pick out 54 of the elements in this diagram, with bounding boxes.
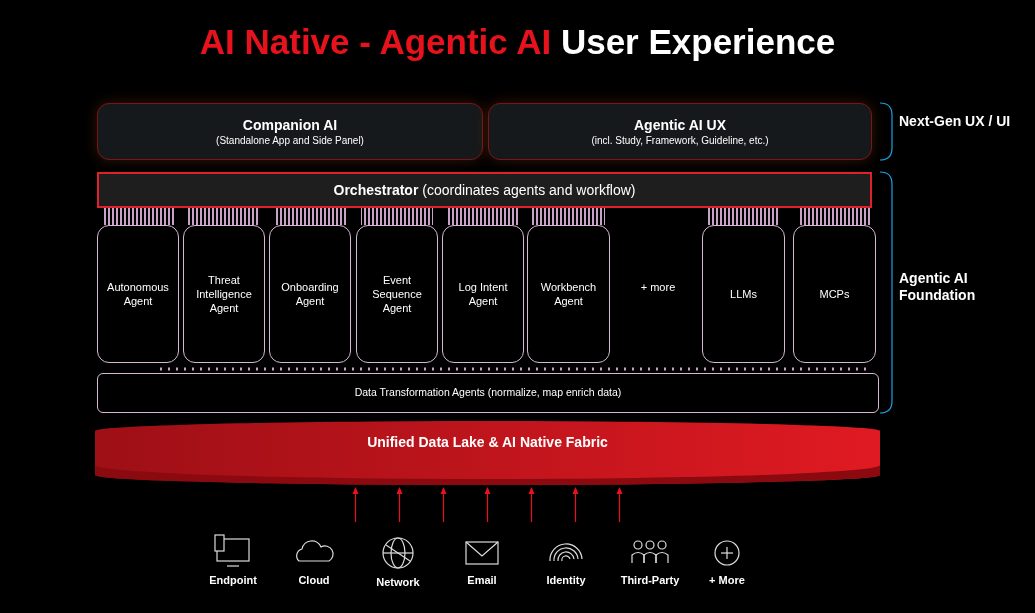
- agent-card: [702, 225, 785, 363]
- source-label: Email: [466, 574, 498, 586]
- agent-card: [183, 225, 265, 363]
- agent-card: [793, 225, 876, 363]
- connector-comb: [447, 208, 519, 225]
- agent-label: Onboarding Agent: [280, 279, 340, 309]
- bracket-label: Agentic AI Foundation: [899, 270, 977, 304]
- agent-label: Autonomous Agent: [106, 279, 170, 309]
- arrow: [440, 487, 447, 523]
- arrow: [572, 487, 579, 523]
- connector-comb: [274, 208, 346, 225]
- title: AI Native - Agentic AI User Experience: [198, 22, 837, 62]
- connector-comb: [798, 208, 871, 225]
- data-lake-cylinder: [95, 421, 880, 485]
- orchestrator-bar: [97, 172, 872, 208]
- source-label: Identity: [545, 574, 587, 586]
- agent-card: [356, 225, 438, 363]
- agent-card: [442, 225, 524, 363]
- layer-box: [97, 103, 483, 160]
- layer-subtitle: (Standalone App and Side Panel): [216, 134, 364, 148]
- connector-comb: [361, 208, 433, 225]
- connector-comb: [188, 208, 260, 225]
- layer-box: [97, 373, 879, 413]
- layer-box: [488, 103, 872, 160]
- connector-comb: [707, 208, 780, 225]
- agent-label: Log Intent Agent: [457, 279, 509, 309]
- source-label: Network: [375, 576, 421, 588]
- more-label: + more: [639, 281, 677, 293]
- agent-card: [97, 225, 179, 363]
- bracket-label: Next-Gen UX / UI: [899, 113, 1012, 130]
- source-label: Endpoint: [208, 574, 258, 586]
- layer-subtitle: (incl. Study, Framework, Guideline, etc.): [591, 134, 769, 148]
- source-label: + More: [708, 574, 746, 586]
- agent-label: Threat Intelligence Agent: [195, 272, 253, 316]
- agent-card: [527, 225, 610, 363]
- arrow: [396, 487, 403, 523]
- connector-comb: [102, 208, 174, 225]
- source-label: Cloud: [297, 574, 331, 586]
- layer-title: Agentic AI UX: [633, 115, 726, 135]
- layer-label: Data Transformation Agents (normalize, map enrich data): [354, 386, 622, 400]
- layer-title: Companion AI: [242, 115, 338, 135]
- agent-label: Event Sequence Agent: [371, 272, 423, 316]
- connector-comb: [532, 208, 605, 225]
- agent-label: LLMs: [729, 286, 758, 302]
- arrow: [528, 487, 535, 523]
- arrow: [484, 487, 491, 523]
- arrow: [352, 487, 359, 523]
- agent-label: Workbench Agent: [539, 279, 598, 309]
- arrow: [616, 487, 623, 523]
- source-label: Third-Party: [619, 574, 681, 586]
- orchestrator-label: Orchestrator (coordinates agents and workflow): [333, 180, 636, 200]
- agent-label: MCPs: [818, 286, 851, 302]
- agent-card: [269, 225, 351, 363]
- data-lake-label: Unified Data Lake & AI Native Fabric: [367, 432, 608, 452]
